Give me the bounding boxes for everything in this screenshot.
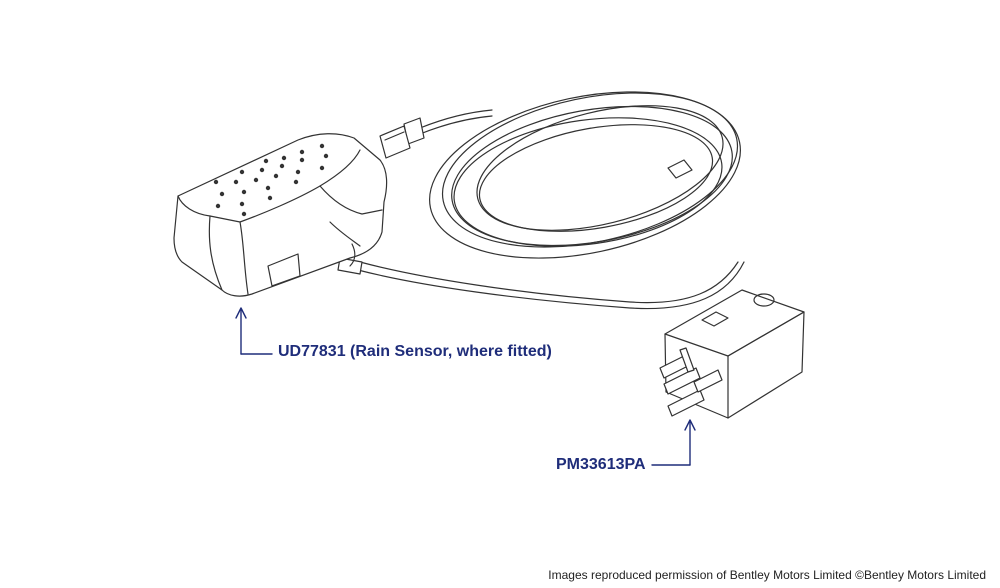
rain-sensor: [173, 133, 388, 297]
callout-arrows: [235, 307, 696, 466]
copyright-footer: Images reproduced permission of Bentley …: [548, 568, 986, 582]
relay: [659, 289, 805, 419]
cable-coil: [429, 91, 741, 259]
sensor-lead: [337, 257, 745, 310]
connector-plug: [379, 109, 493, 159]
rain-sensor-callout-label: UD77831 (Rain Sensor, where fitted): [278, 343, 552, 360]
relay-callout-label: PM33613PA: [556, 456, 646, 473]
